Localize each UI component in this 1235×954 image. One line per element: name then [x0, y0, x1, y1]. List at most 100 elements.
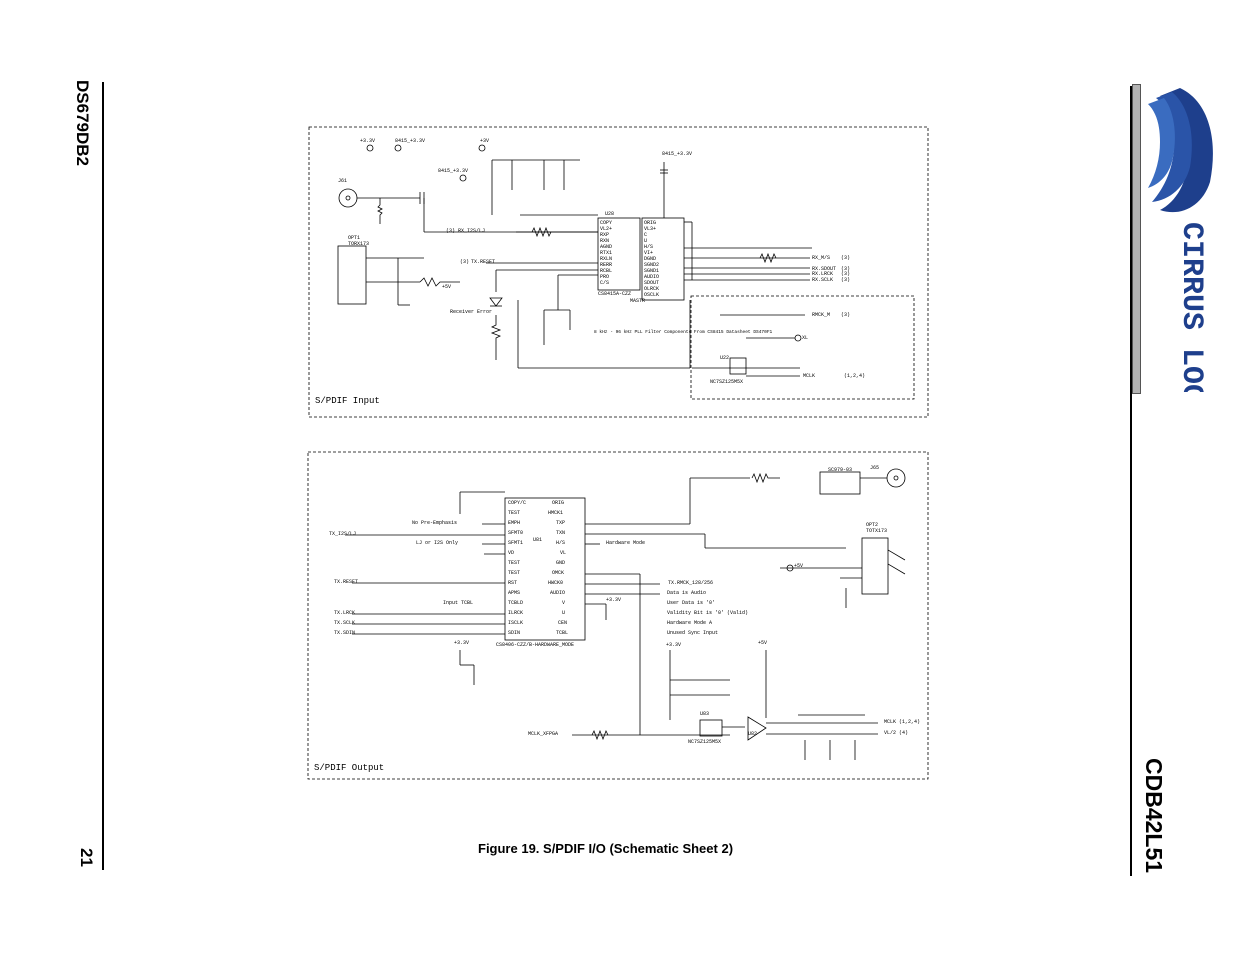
- u81-pin-l11: TCBLD: [508, 600, 523, 606]
- sig-vl2: VL/2 (4): [884, 730, 908, 736]
- transformer-part: SC979-03: [828, 467, 852, 473]
- u28-pin-r12: OLRCK: [644, 286, 659, 292]
- output-wiring: [345, 468, 906, 760]
- u28-pin-r2: VL3+: [644, 226, 656, 232]
- out-buffer-u82: U82: [748, 731, 757, 737]
- u81-pin-l14: SDIN: [508, 630, 520, 636]
- sig-tx-rmck: TX.RMCK_128/256: [668, 580, 713, 586]
- supply-3: 8415_+3.3V: [438, 168, 468, 174]
- out-supply-4: +5V: [758, 640, 767, 646]
- input-wiring: [337, 144, 812, 377]
- sig-tx-reset-in: TX.RESET: [471, 259, 495, 265]
- ref-8: (1,2,4): [844, 373, 865, 379]
- u81-pin-l2: TEST: [508, 510, 520, 516]
- u81-pin-r5: H/S: [556, 540, 565, 546]
- u28-pin-l9: RCBL: [600, 268, 612, 274]
- mclk-buffer-subframe: [690, 295, 915, 400]
- u81-pin-l10: APMS: [508, 590, 520, 596]
- ref-4: (3): [841, 277, 850, 283]
- cirrus-logic-logo: CIRRUS LOGIC: [1148, 88, 1213, 392]
- u28-pin-r1: ORIG: [644, 220, 656, 226]
- sig-rx-ms: RX_M/S: [812, 255, 830, 261]
- u81-pin-r4: TXN: [556, 530, 565, 536]
- sig-tx-sdin: TX.SDIN: [334, 630, 355, 636]
- ref-5: (3): [841, 312, 850, 318]
- sig-mclk-in: MCLK: [803, 373, 815, 379]
- input-ic-ref: U28: [605, 211, 614, 217]
- u81-pin-l12: ILRCK: [508, 610, 523, 616]
- u81-pin-r7: GND: [556, 560, 565, 566]
- u28-pin-l6: RTX1: [600, 250, 612, 256]
- supply-6: +5V: [442, 284, 451, 290]
- ref-1: (3): [841, 255, 850, 261]
- supply-4: +3V: [480, 138, 489, 144]
- supply-1: +3.3V: [360, 138, 375, 144]
- note-lj-i2s: LJ or I2S Only: [416, 540, 458, 546]
- u81-pin-r3: TXP: [556, 520, 565, 526]
- u28-pin-l4: RXN: [600, 238, 609, 244]
- note-data-audio: Data is Audio: [667, 590, 706, 596]
- input-buffer-ref: U22: [720, 355, 729, 361]
- input-buffer-name: NC7SZ125M5X: [710, 379, 743, 385]
- u81-pin-r12: U: [562, 610, 565, 616]
- u81-pin-r2: HMCK1: [548, 510, 563, 516]
- right-margin-rule: [1130, 86, 1132, 876]
- sig-rmck: RMCK_M: [812, 312, 830, 318]
- u28-pin-r10: AUDIO: [644, 274, 659, 280]
- u81-pin-l13: ISCLK: [508, 620, 523, 626]
- u28-pin-l2: VL2+: [600, 226, 612, 232]
- sig-tx-i2s: TX_I2S/LJ: [329, 531, 356, 537]
- sig-tx-lrck: TX.LRCK: [334, 610, 355, 616]
- u81-pin-r1: ORIG: [552, 500, 564, 506]
- sig-mclk-xfpga: MCLK_XFPGA: [528, 731, 558, 737]
- sig-tx-reset-out: TX.RESET: [334, 579, 358, 585]
- sig-rx-lrck: RX.LRCK: [812, 271, 833, 277]
- sig-tx-sclk: TX.SCLK: [334, 620, 355, 626]
- u28-pin-l8: RERR: [600, 262, 612, 268]
- u81-pin-l5: SFMT1: [508, 540, 523, 546]
- left-margin-rule: [102, 82, 104, 870]
- u28-pin-r11: SDOUT: [644, 280, 659, 286]
- u81-pin-r9: HWCK0: [548, 580, 563, 586]
- u81-pin-r6: VL: [560, 550, 566, 556]
- logo-side-bar: [1132, 84, 1141, 394]
- out-supply-2: +3.3V: [606, 597, 621, 603]
- sig-rx-sclk: RX.SCLK: [812, 277, 833, 283]
- out-supply-1: +3.3V: [454, 640, 469, 646]
- connector-opt1: OPT1: [348, 235, 360, 241]
- connector-j61: J61: [338, 178, 347, 184]
- u28-pin-r8: SGND2: [644, 262, 659, 268]
- ref-2: (3): [841, 266, 850, 272]
- u81-pin-l9: RST: [508, 580, 517, 586]
- input-section-title: S/PDIF Input: [315, 396, 380, 406]
- spdif-output-frame: [307, 451, 929, 780]
- u81-pin-r8: OMCK: [552, 570, 564, 576]
- note-validity: Validity Bit is '0' (Valid): [667, 610, 748, 616]
- u81-pin-l8: TEST: [508, 570, 520, 576]
- product-name: CDB42L51: [1141, 758, 1167, 874]
- out-buffer-u83: U83: [700, 711, 709, 717]
- output-section-title: S/PDIF Output: [314, 763, 384, 773]
- u81-pin-l7: TEST: [508, 560, 520, 566]
- u28-pin-l10: PRO: [600, 274, 609, 280]
- u81-pin-r11: V: [562, 600, 565, 606]
- sig-rx-sdout: RX.SDOUT: [812, 266, 836, 272]
- u28-pin-l7: RXLN: [600, 256, 612, 262]
- out-buffer-name: NC7SZ125M5X: [688, 739, 721, 745]
- note-hardware-mode: Hardware Mode: [606, 540, 645, 546]
- note-no-preemphasis: No Pre-Emphasis: [412, 520, 457, 526]
- u28-pin-r9: SGND1: [644, 268, 659, 274]
- note-input-tcbl: Input TCBL: [443, 600, 473, 606]
- u81-pin-r13: CEN: [558, 620, 567, 626]
- supply-5: 8415_+3.3V: [662, 151, 692, 157]
- u81-pin-r14: TCBL: [556, 630, 568, 636]
- schematic: S/PDIF Input S/PDIF Output U28 CS8415A-C…: [307, 126, 929, 780]
- u28-pin-r4: U: [644, 238, 647, 244]
- page-number: 21: [77, 848, 96, 867]
- supply-2: 8415_+3.3V: [395, 138, 425, 144]
- ref-7: (3): [460, 259, 469, 265]
- ref-6: (3): [446, 228, 455, 234]
- led-label: Receiver Error: [450, 309, 492, 315]
- sig-rx-i2s: RX_I2S/LJ: [458, 228, 485, 234]
- out-supply-3: +3.3V: [666, 642, 681, 648]
